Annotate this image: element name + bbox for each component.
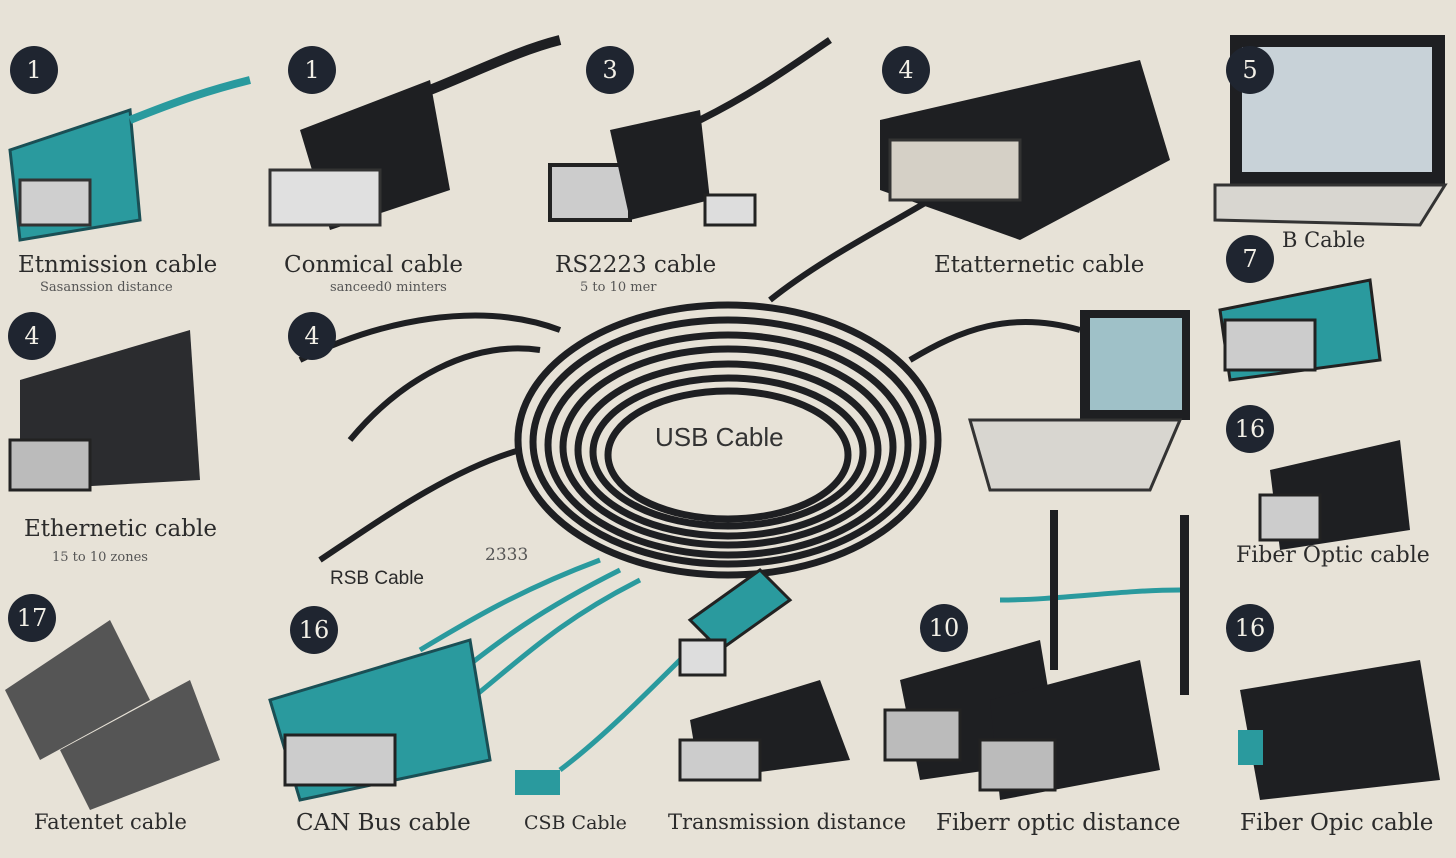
cable-label: Etnmission cable (18, 252, 218, 278)
number-badge: 16 (290, 606, 338, 654)
cable-label: Ethernetic cable (24, 516, 217, 542)
number-badge: 4 (882, 46, 930, 94)
cable-label: Fiber Optic cable (1236, 543, 1430, 568)
cable-label: B Cable (1282, 228, 1366, 252)
cable-label: CSB Cable (524, 812, 627, 834)
number-badge: 1 (288, 46, 336, 94)
number-badge: 10 (920, 604, 968, 652)
cable-label: RS2223 cable (555, 252, 717, 278)
cable-label: RSB Cable (330, 568, 424, 589)
cable-label: Fiber Opic cable (1240, 810, 1434, 836)
center-title: USB Cable (655, 422, 784, 452)
cable-label: Transmission distance (668, 810, 907, 834)
cable-label: Conmical cable (284, 252, 463, 278)
number-badge: 16 (1226, 604, 1274, 652)
number-badge: 17 (8, 594, 56, 642)
number-badge: 7 (1226, 235, 1274, 283)
number-badge: 1 (10, 46, 58, 94)
number-badge: 5 (1226, 46, 1274, 94)
cable-sublabel: Sasanssion distance (40, 280, 173, 295)
usb-cable-coil (514, 301, 942, 579)
cable-sublabel: sanceed0 minters (330, 280, 447, 295)
number-badge: 16 (1226, 405, 1274, 453)
number-badge: 4 (8, 312, 56, 360)
cable-sublabel: 2333 (485, 545, 529, 565)
connectors (5, 35, 1448, 810)
cable-label: Etatternetic cable (934, 252, 1145, 278)
cable-label: Fatentet cable (34, 810, 187, 834)
cable-sublabel: 5 to 10 mer (580, 280, 657, 295)
cable-label: Fiberr optic distance (936, 810, 1181, 836)
number-badge: 3 (586, 46, 634, 94)
cable-sublabel: 15 to 10 zones (52, 550, 148, 565)
number-badge: 4 (288, 312, 336, 360)
cable-label: CAN Bus cable (296, 810, 471, 836)
